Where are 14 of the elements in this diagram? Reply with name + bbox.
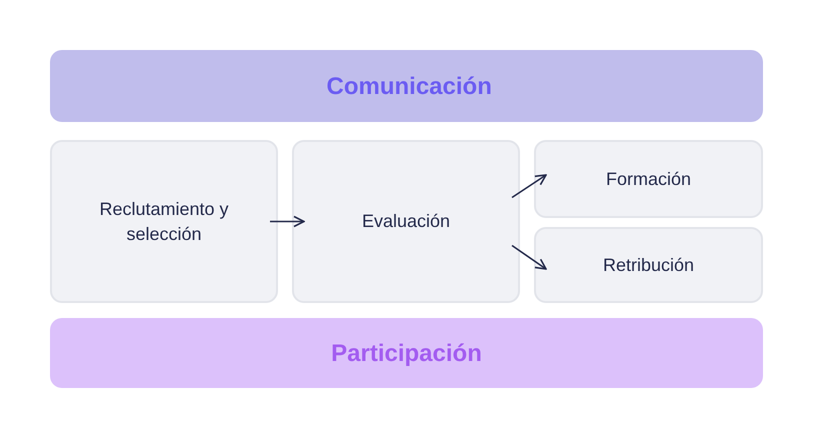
process-box — [534, 227, 763, 303]
box-label: Retribución — [602, 254, 694, 277]
box-label: Formación — [606, 168, 692, 191]
box-label: Participación — [331, 338, 482, 368]
process-box — [292, 140, 520, 303]
arrow — [512, 174, 547, 198]
arrow — [512, 244, 547, 270]
process-box — [50, 140, 278, 303]
banner — [50, 50, 763, 122]
arrow — [270, 216, 305, 228]
process-box — [534, 140, 763, 218]
box-label: Evaluación — [362, 210, 450, 234]
box-label: Reclutamiento y selección — [98, 198, 230, 246]
banner — [50, 318, 763, 388]
